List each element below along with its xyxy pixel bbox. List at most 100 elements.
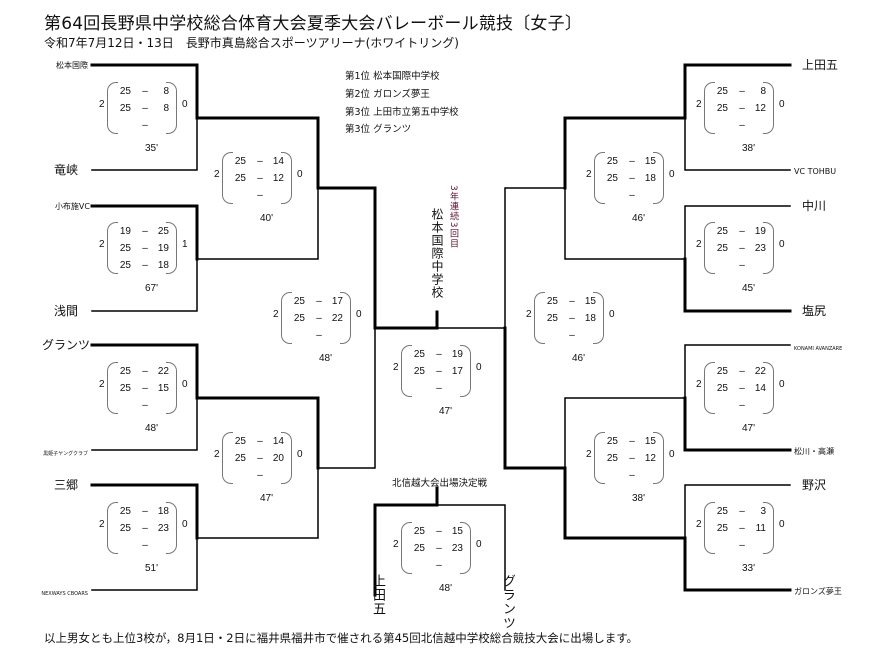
set-row: 25–19	[710, 226, 766, 240]
set-row: –	[710, 400, 766, 414]
set-score-right: 8	[163, 86, 169, 97]
sets-won-left: 2	[99, 519, 105, 530]
set-score-left: 25	[716, 523, 728, 534]
set-dash: –	[257, 436, 263, 447]
set-dash: –	[569, 330, 575, 341]
match-duration: 51'	[145, 563, 159, 574]
set-row: –	[228, 470, 284, 484]
set-dash: –	[436, 543, 442, 554]
set-row: 25–18	[600, 173, 656, 187]
set-dash: –	[436, 526, 442, 537]
match-duration: 47'	[742, 423, 756, 434]
set-score-right: 18	[644, 173, 656, 184]
sets-won-left: 2	[99, 99, 105, 110]
set-row: 25–15	[407, 526, 463, 540]
set-score-right: 25	[157, 226, 169, 237]
set-row: –	[710, 540, 766, 554]
match-duration: 38'	[632, 493, 646, 504]
set-row: 25–23	[710, 243, 766, 257]
set-score-left: 25	[606, 173, 618, 184]
set-score-right: 12	[272, 173, 284, 184]
set-row: 25–22	[287, 313, 343, 327]
sets-won-right: 0	[476, 539, 482, 550]
set-row: –	[113, 400, 169, 414]
set-dash: –	[436, 560, 442, 571]
set-dash: –	[739, 260, 745, 271]
set-dash: –	[629, 156, 635, 167]
bracket-left-paren	[107, 82, 118, 134]
set-dash: –	[629, 173, 635, 184]
set-score-right: 19	[451, 349, 463, 360]
set-dash: –	[739, 243, 745, 254]
match-duration: 48'	[319, 353, 333, 364]
set-row: 25–14	[228, 156, 284, 170]
set-dash: –	[739, 506, 745, 517]
match-duration: 33'	[742, 563, 756, 574]
third-place-team-left: 上田五	[370, 574, 385, 616]
set-score-right: 18	[157, 506, 169, 517]
set-row: 25–17	[287, 296, 343, 310]
set-dash: –	[142, 260, 148, 271]
set-score-left: 25	[119, 383, 131, 394]
set-dash: –	[142, 243, 148, 254]
set-dash: –	[629, 470, 635, 481]
set-dash: –	[316, 296, 322, 307]
set-score-right: 15	[644, 436, 656, 447]
team-left-1: 松本国際	[56, 61, 88, 70]
set-row: –	[540, 330, 596, 344]
set-score-right: 14	[272, 156, 284, 167]
bracket-left-paren	[401, 522, 412, 574]
set-dash: –	[739, 120, 745, 131]
sets-won-left: 2	[586, 169, 592, 180]
set-score-right: 18	[584, 313, 596, 324]
set-dash: –	[257, 190, 263, 201]
set-score-left: 25	[234, 173, 246, 184]
set-score-left: 25	[546, 313, 558, 324]
third-place-team-right: グランツ	[500, 574, 515, 630]
set-dash: –	[257, 470, 263, 481]
set-row: –	[287, 330, 343, 344]
set-score-right: 15	[157, 383, 169, 394]
set-row: 25–14	[228, 436, 284, 450]
team-right-2: VC TOHBU	[794, 167, 837, 176]
set-score-right: 23	[754, 243, 766, 254]
set-row: 25–15	[600, 156, 656, 170]
set-score-left: 25	[716, 103, 728, 114]
match-duration: 47'	[260, 493, 274, 504]
set-score-right: 8	[760, 86, 766, 97]
set-row: 25–3	[710, 506, 766, 520]
set-dash: –	[739, 523, 745, 534]
set-score-left: 25	[119, 103, 131, 114]
set-row: 25–18	[540, 313, 596, 327]
sets-won-right: 0	[779, 519, 785, 530]
sets-won-left: 2	[696, 239, 702, 250]
set-score-left: 25	[119, 366, 131, 377]
match-duration: 47'	[439, 406, 453, 417]
standing-1: 第1位 松本国際中学校	[345, 71, 440, 82]
set-score-right: 18	[157, 260, 169, 271]
sets-won-left: 2	[696, 519, 702, 530]
set-row: 25–20	[228, 453, 284, 467]
bracket-left-paren	[594, 432, 605, 484]
set-dash: –	[569, 313, 575, 324]
team-left-3: 小布施VC	[54, 202, 90, 211]
set-score-left: 25	[234, 453, 246, 464]
set-row: –	[113, 120, 169, 134]
set-score-left: 25	[119, 506, 131, 517]
set-row: 25–12	[600, 453, 656, 467]
set-row: 25–8	[113, 86, 169, 100]
sets-won-right: 0	[476, 362, 482, 373]
set-score-right: 15	[584, 296, 596, 307]
set-score-left: 25	[413, 543, 425, 554]
match-duration: 67'	[145, 283, 159, 294]
third-place-label: 北信越大会出場決定戦	[392, 478, 488, 489]
team-left-2: 竜峡	[53, 163, 78, 177]
set-score-left: 25	[716, 506, 728, 517]
bracket-left-paren	[107, 502, 118, 554]
set-score-left: 25	[716, 383, 728, 394]
